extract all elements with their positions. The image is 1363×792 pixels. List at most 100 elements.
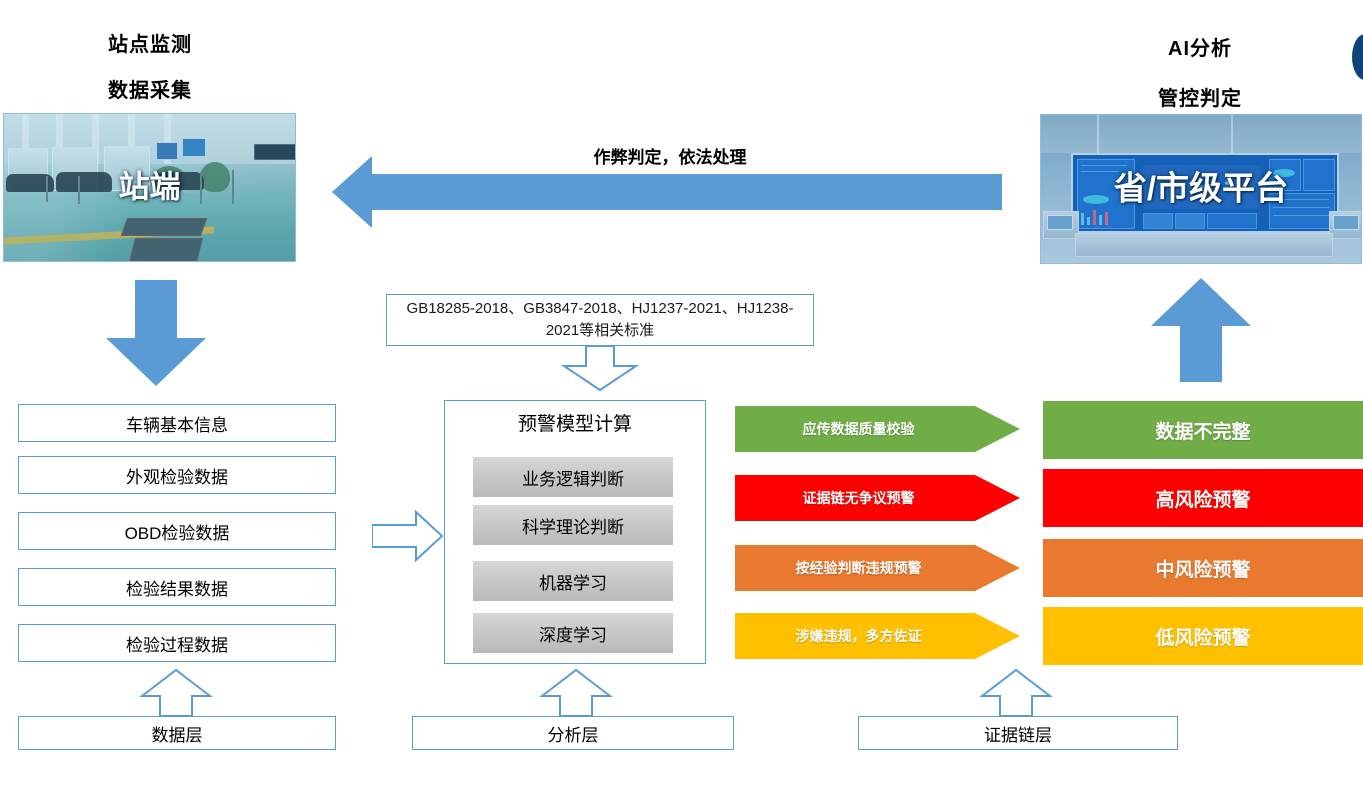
map-node: [1225, 181, 1231, 185]
risk-result-box[interactable]: 中风险预警: [1043, 539, 1363, 597]
dashboard-bar: [1093, 210, 1096, 225]
guard-post: [200, 172, 202, 204]
station-window: [104, 146, 150, 191]
analysis-method-box[interactable]: 科学理论判断: [473, 505, 673, 545]
analysis-method-box[interactable]: 深度学习: [473, 613, 673, 653]
layer-label-data: 数据层: [151, 725, 203, 745]
dashboard-thumbnail: [1143, 213, 1173, 229]
analysis-method-box[interactable]: 业务逻辑判断: [473, 457, 673, 497]
station-to-data-arrow-head: [106, 338, 206, 386]
evidence-flow-arrow[interactable]: 涉嫌违规，多方佐证: [735, 613, 1020, 659]
corner-decoration-shape: [1352, 34, 1363, 80]
analysis-method-label: 机器学习: [539, 573, 607, 593]
risk-result-label: 低风险预警: [1155, 627, 1251, 649]
data-to-model-arrow: [372, 508, 446, 564]
data-item-label: 外观检验数据: [126, 467, 228, 487]
station-window: [182, 138, 206, 157]
data-item-box[interactable]: 检验结果数据: [18, 568, 336, 606]
analysis-method-box[interactable]: 机器学习: [473, 561, 673, 601]
right-header-line1: AI分析: [1168, 38, 1232, 60]
guard-post: [46, 176, 48, 202]
layer-label-box-analysis[interactable]: 分析层: [412, 716, 734, 750]
layer-label-evidence: 证据链层: [984, 725, 1052, 745]
layer-label-analysis: 分析层: [547, 725, 599, 745]
inspected-vehicle: [56, 172, 112, 192]
guard-post: [232, 170, 234, 204]
risk-result-label: 数据不完整: [1155, 421, 1251, 443]
operator-monitor: [1333, 215, 1359, 230]
evidence-flow-arrow-label: 应传数据质量校验: [802, 421, 915, 437]
map-node: [1169, 179, 1175, 183]
layer-label-box-evidence[interactable]: 证据链层: [858, 716, 1178, 750]
feedback-arrow-shaft: [372, 174, 1002, 210]
feedback-arrow-label: 作弊判定，依法处理: [593, 148, 747, 167]
standards-to-model-arrow: [548, 346, 652, 392]
ceiling-beam: [164, 114, 171, 164]
photo-tint-overlay: [1041, 115, 1361, 263]
evidence-flow-arrow-label: 按经验判断违规预警: [795, 560, 922, 576]
platform-photo-caption: 省/市级平台: [1113, 169, 1289, 207]
inspected-vehicle: [156, 172, 204, 190]
map-node: [1197, 185, 1203, 189]
data-layer-up-arrow: [128, 668, 224, 716]
risk-result-label: 高风险预警: [1155, 489, 1251, 511]
data-item-box[interactable]: 检验过程数据: [18, 624, 336, 662]
control-room-ceiling: [1041, 115, 1361, 154]
risk-result-box[interactable]: 高风险预警: [1043, 469, 1363, 527]
data-item-box[interactable]: 车辆基本信息: [18, 404, 336, 442]
ceiling-divider: [1231, 115, 1233, 154]
left-header-line1: 站点监测: [108, 34, 192, 56]
evidence-flow-arrow[interactable]: 按经验判断违规预警: [735, 545, 1020, 591]
station-tree: [200, 162, 230, 192]
analysis-method-label: 科学理论判断: [522, 517, 624, 537]
ceiling-beam: [22, 114, 29, 164]
evidence-flow-arrow-label: 涉嫌违规，多方佐证: [795, 628, 922, 644]
evidence-layer-up-arrow: [968, 668, 1064, 716]
warning-model-box: 预警模型计算 业务逻辑判断 科学理论判断 机器学习 深度学习: [444, 400, 706, 664]
data-item-label: OBD检验数据: [124, 523, 230, 543]
analysis-layer-up-arrow: [528, 668, 624, 716]
evidence-flow-arrow[interactable]: 证据链无争议预警: [735, 475, 1020, 521]
ceiling-beam: [56, 114, 63, 164]
station-photo: 站端: [3, 113, 296, 262]
station-window: [156, 142, 178, 160]
analysis-method-label: 业务逻辑判断: [522, 469, 624, 489]
video-wall-screen: [1071, 153, 1339, 233]
led-display-board: [254, 144, 295, 160]
dashboard-bar: [1105, 212, 1108, 225]
evidence-flow-arrow-label: 证据链无争议预警: [802, 490, 915, 506]
evidence-flow-arrow[interactable]: 应传数据质量校验: [735, 406, 1020, 452]
ceiling-beam: [92, 114, 99, 164]
left-header-line2: 数据采集: [108, 80, 192, 102]
risk-result-box[interactable]: 数据不完整: [1043, 401, 1363, 459]
data-item-label: 车辆基本信息: [126, 415, 228, 435]
inspected-vehicle: [6, 174, 54, 192]
dashboard-line: [1081, 171, 1119, 172]
dashboard-bar: [1081, 213, 1084, 225]
dashboard-line: [1081, 165, 1127, 166]
operator-monitor: [1047, 215, 1073, 230]
station-photo-caption: 站端: [118, 169, 181, 205]
dashboard-bar: [1099, 215, 1102, 225]
dashboard-thumbnail: [1175, 213, 1205, 229]
evidence-to-platform-arrow-shaft: [1180, 324, 1222, 382]
warning-model-title: 预警模型计算: [517, 414, 632, 435]
dashboard-line: [1273, 207, 1329, 208]
risk-result-label: 中风险预警: [1155, 559, 1251, 581]
feedback-arrow-head: [332, 156, 372, 228]
dashboard-ellipse: [1273, 169, 1295, 177]
analysis-method-label: 深度学习: [539, 625, 607, 645]
right-header-line2: 管控判定: [1158, 88, 1242, 110]
dashboard-panel: [1303, 159, 1335, 191]
station-to-data-arrow-shaft: [135, 280, 177, 340]
dashboard-ellipse: [1083, 195, 1109, 204]
control-room-podium: [1075, 233, 1333, 257]
dashboard-bar: [1087, 217, 1090, 225]
evidence-to-platform-arrow-head: [1151, 278, 1251, 326]
guard-post: [78, 176, 80, 204]
data-item-box[interactable]: 外观检验数据: [18, 456, 336, 494]
data-item-box[interactable]: OBD检验数据: [18, 512, 336, 550]
risk-result-box[interactable]: 低风险预警: [1043, 607, 1363, 665]
layer-label-box-data[interactable]: 数据层: [18, 716, 336, 750]
photo-tint-overlay: [4, 114, 295, 261]
